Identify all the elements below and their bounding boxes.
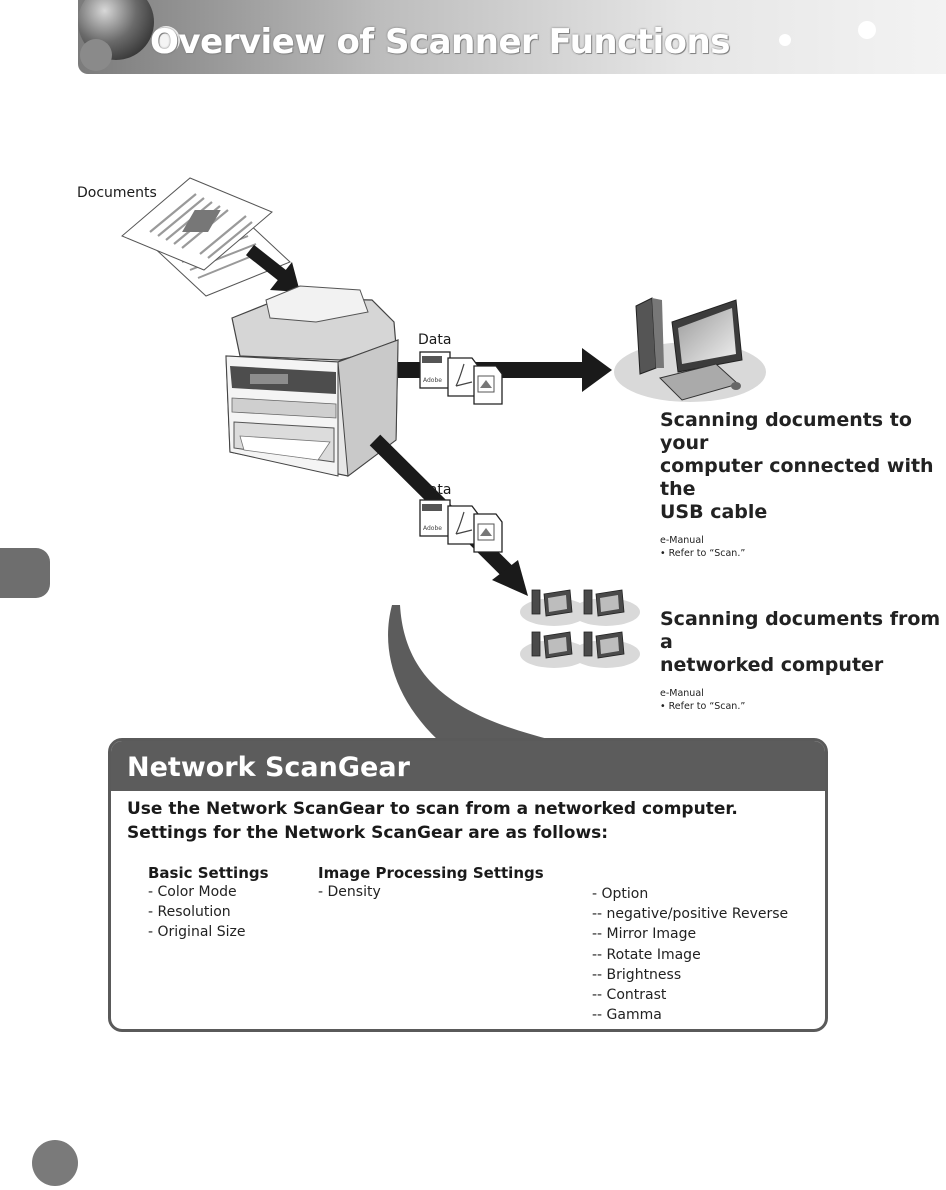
usb-scan-heading-line: USB cable <box>660 501 768 523</box>
multifunction-printer-illustration <box>225 285 399 477</box>
page-title: Overview of Scanner Functions <box>150 22 730 62</box>
desktop-computer-illustration <box>614 297 766 402</box>
data-label-usb: Data <box>418 332 452 348</box>
settings-item: - Color Mode <box>148 884 237 900</box>
sphere-white-icon <box>152 26 180 54</box>
callout-tail <box>388 605 553 740</box>
image-processing-column: Image Processing Settings - Density <box>318 864 544 902</box>
chapter-tab <box>0 548 50 598</box>
settings-item: -- Brightness <box>592 966 682 983</box>
data-files-icon: Adobe <box>419 499 503 553</box>
usb-scan-section: Scanning documents to your computer conn… <box>660 409 946 560</box>
documents-label: Documents <box>77 185 157 201</box>
network-scan-section: Scanning documents from a networked comp… <box>660 608 946 713</box>
usb-scan-heading-line: computer connected with the <box>660 455 934 500</box>
scanner-diagram: Adobe Adobe <box>121 177 766 740</box>
network-scangear-title: Network ScanGear <box>127 752 410 783</box>
data-label-network: Data <box>418 482 452 498</box>
usb-emanual-reference: • Refer to “Scan.” <box>660 548 746 559</box>
image-processing-heading: Image Processing Settings <box>318 864 544 882</box>
settings-item: - Original Size <box>148 924 246 941</box>
settings-item: - Density <box>318 884 381 900</box>
settings-item: -- Gamma <box>592 1007 662 1024</box>
network-scan-heading-line: networked computer <box>660 654 884 676</box>
usb-emanual-label: e-Manual <box>660 535 704 546</box>
basic-settings-heading: Basic Settings <box>148 864 269 882</box>
network-scangear-intro: Settings for the Network ScanGear are as… <box>127 823 609 843</box>
svg-text:Adobe: Adobe <box>423 525 442 532</box>
network-emanual-label: e-Manual <box>660 688 704 699</box>
title-banner <box>78 0 946 74</box>
option-column: - Option -- negative/positive Reverse --… <box>592 884 788 1025</box>
data-files-icon: Adobe <box>419 351 503 405</box>
banner-decoration <box>78 0 180 71</box>
settings-item: - Option <box>592 886 649 902</box>
adobe-logo-text: Adobe <box>423 377 442 384</box>
settings-item: -- negative/positive Reverse <box>592 906 789 923</box>
settings-item: -- Contrast <box>592 987 667 1004</box>
usb-scan-heading-line: Scanning documents to your <box>660 409 912 454</box>
network-scangear-panel: Network ScanGear Use the Network ScanGea… <box>108 738 828 1032</box>
network-scan-heading-line: Scanning documents from a <box>660 608 941 653</box>
settings-item: -- Rotate Image <box>592 946 701 963</box>
documents-illustration <box>121 177 291 297</box>
network-scangear-intro: Use the Network ScanGear to scan from a … <box>127 799 738 819</box>
networked-computers-illustration <box>520 589 640 668</box>
page-number-marker <box>32 1140 78 1186</box>
settings-item: - Resolution <box>148 904 231 921</box>
network-scangear-header <box>111 741 825 791</box>
banner-dots <box>779 21 876 46</box>
basic-settings-column: Basic Settings - Color Mode - Resolution… <box>148 864 269 943</box>
arrow-documents-to-scanner <box>245 244 300 292</box>
sphere-small-icon <box>80 39 112 71</box>
settings-item: -- Mirror Image <box>592 926 697 943</box>
network-emanual-reference: • Refer to “Scan.” <box>660 701 746 712</box>
